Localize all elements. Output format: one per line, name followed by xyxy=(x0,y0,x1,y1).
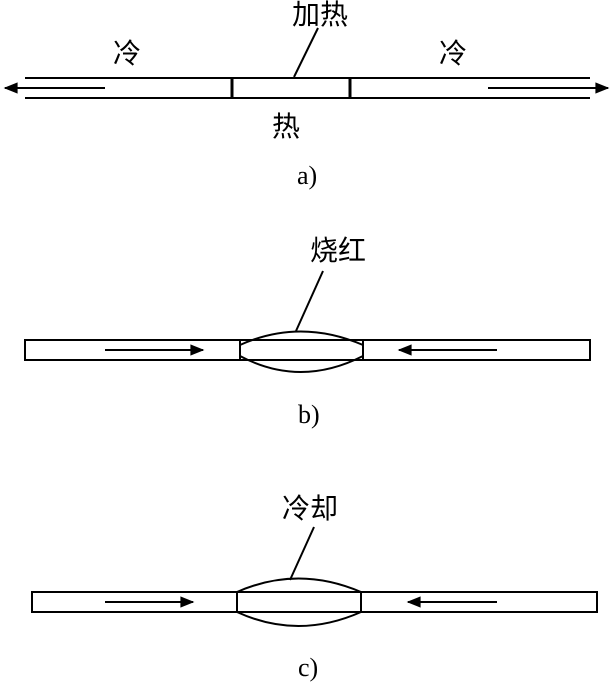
panel-b: 烧红 b) xyxy=(24,234,591,429)
bulge-c-top xyxy=(236,577,362,593)
label-cold-left: 冷 xyxy=(113,37,141,70)
bulge-b-top xyxy=(239,330,364,346)
bulge-c-bottom xyxy=(236,611,362,627)
label-heating: 加热 xyxy=(292,0,348,31)
label-hot: 热 xyxy=(272,110,300,143)
caption-c: c) xyxy=(298,653,318,682)
bar-c xyxy=(31,591,598,613)
label-cooling: 冷却 xyxy=(282,492,338,525)
leader-heating xyxy=(293,27,319,78)
label-red-hot: 烧红 xyxy=(310,234,366,267)
panel-a: 加热 冷 冷 热 a) xyxy=(3,0,610,190)
label-cold-right: 冷 xyxy=(439,37,467,70)
leader-red-hot xyxy=(295,270,324,332)
bulge-b-bottom xyxy=(239,355,364,373)
caption-a: a) xyxy=(297,161,317,190)
bar-b xyxy=(24,339,591,361)
leader-cooling xyxy=(289,526,315,581)
panel-c: 冷却 c) xyxy=(31,492,598,682)
caption-b: b) xyxy=(298,400,320,429)
